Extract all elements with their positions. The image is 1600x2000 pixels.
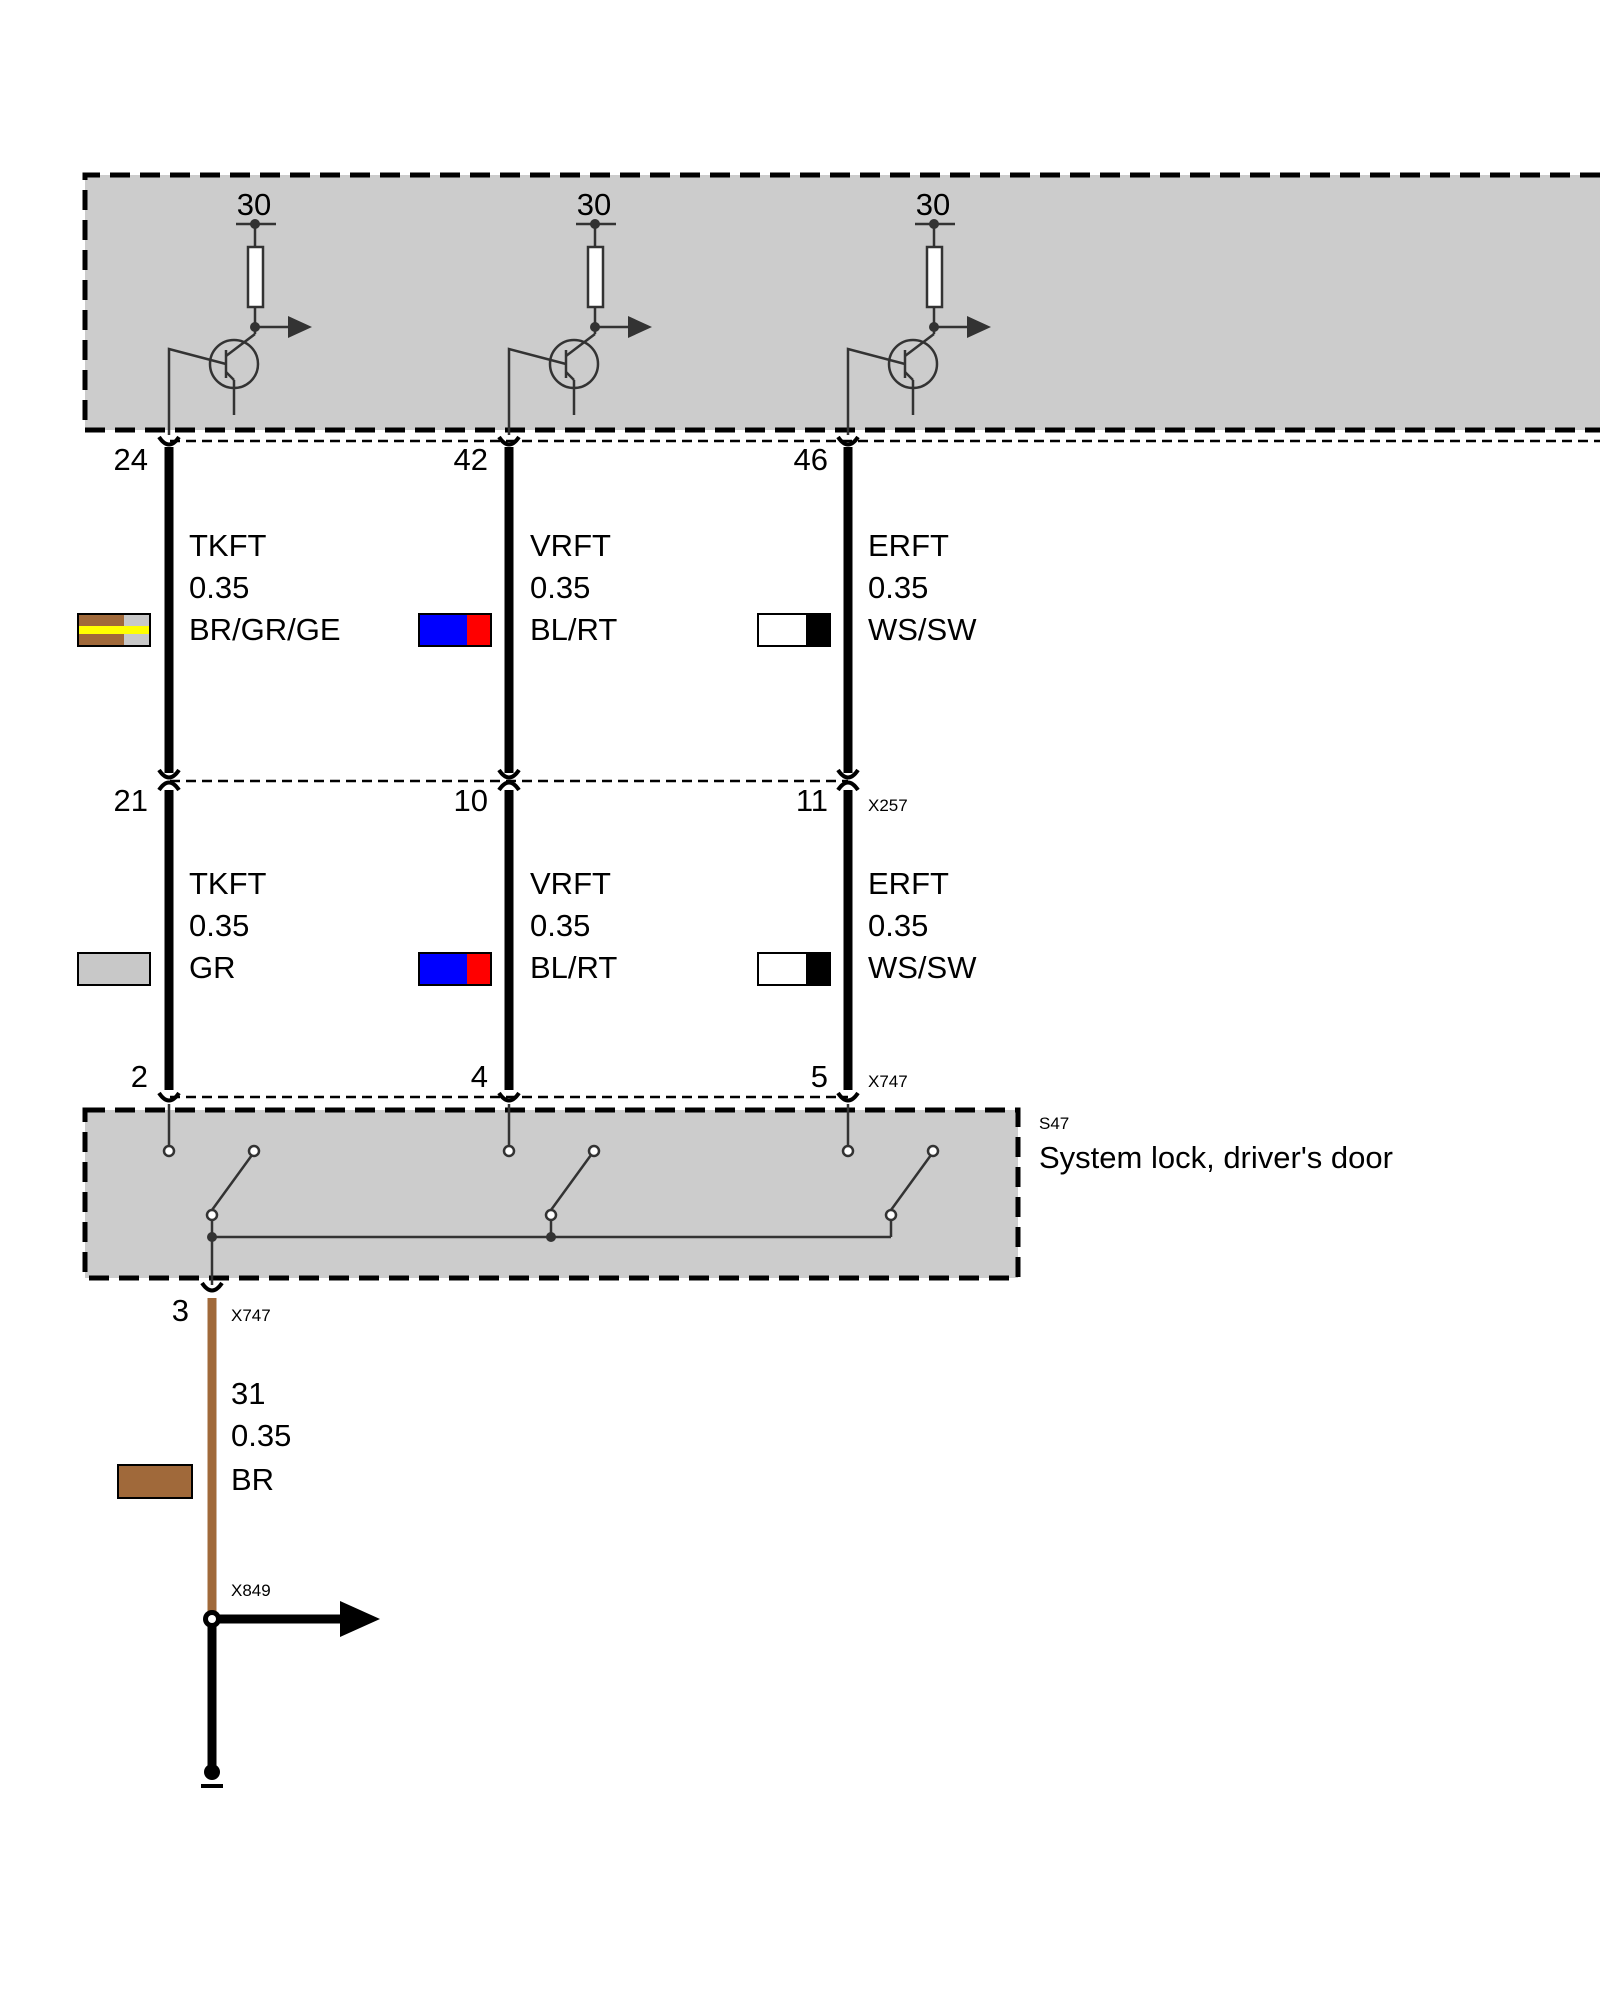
ground-symbol — [201, 1764, 223, 1788]
pin-number: 10 — [454, 783, 488, 818]
wire-color-code: WS/SW — [868, 950, 977, 985]
wire-label-vrft-lower: VRFT 0.35 BL/RT — [530, 866, 617, 985]
wire-label-tkft-lower: TKFT 0.35 GR — [189, 866, 267, 985]
pin-number: 21 — [114, 783, 148, 818]
component-name: System lock, driver's door — [1039, 1140, 1393, 1175]
control-module — [82, 172, 1600, 433]
driver-stage-2: 30 — [507, 187, 652, 435]
wire-signal: VRFT — [530, 528, 611, 563]
wire-color-code: BL/RT — [530, 612, 617, 647]
wire-label-erft: ERFT 0.35 WS/SW — [868, 528, 977, 647]
wire-color-code: GR — [189, 950, 236, 985]
wire-label-tkft: TKFT 0.35 BR/GR/GE — [189, 528, 341, 647]
wire-signal: ERFT — [868, 528, 949, 563]
color-swatch-ws-sw — [757, 952, 831, 986]
wire-label-ground: 31 0.35 BR — [231, 1376, 291, 1497]
wire-size: 0.35 — [231, 1418, 291, 1453]
pin-number: 24 — [114, 442, 148, 477]
color-swatch-gr — [77, 952, 151, 986]
driver-stage-1: 30 — [167, 187, 312, 435]
component-s47 — [82, 1104, 1021, 1285]
pin-number: 11 — [796, 783, 828, 818]
wire-label-vrft: VRFT 0.35 BL/RT — [530, 528, 617, 647]
connector-x257: 21 10 11 X257 — [114, 768, 908, 818]
wire-color-code: BR/GR/GE — [189, 612, 341, 647]
supply-label-30: 30 — [237, 187, 271, 222]
wire-signal: TKFT — [189, 528, 267, 563]
wire-size: 0.35 — [189, 908, 249, 943]
wire-size: 0.35 — [530, 908, 590, 943]
color-swatch-br-gr-ge — [77, 613, 151, 647]
pin-number: 2 — [131, 1059, 148, 1094]
connector-ground: 3 X747 — [172, 1281, 271, 1328]
color-swatch-bl-rt — [418, 952, 492, 986]
wire-signal: VRFT — [530, 866, 611, 901]
wire-signal: ERFT — [868, 866, 949, 901]
driver-stage-3: 30 — [846, 187, 991, 435]
splice-x849 — [203, 1601, 380, 1772]
wire-color-code: WS/SW — [868, 612, 977, 647]
wire-color-code: BR — [231, 1462, 274, 1497]
wire-signal: TKFT — [189, 866, 267, 901]
wire-label-erft-lower: ERFT 0.35 WS/SW — [868, 866, 977, 985]
wire-size: 0.35 — [868, 570, 928, 605]
wire-size: 0.35 — [189, 570, 249, 605]
pin-number: 3 — [172, 1293, 189, 1328]
pin-number: 46 — [794, 442, 828, 477]
splice-name: X849 — [231, 1581, 271, 1600]
connector-name: X747 — [868, 1072, 908, 1091]
supply-label-30: 30 — [577, 187, 611, 222]
color-swatch-br — [117, 1464, 193, 1499]
wire-color-code: BL/RT — [530, 950, 617, 985]
connector-name: X747 — [231, 1306, 271, 1325]
color-swatch-ws-sw — [757, 613, 831, 647]
pin-number: 42 — [454, 442, 488, 477]
wire-size: 0.35 — [530, 570, 590, 605]
supply-label-30: 30 — [916, 187, 950, 222]
wire-signal: 31 — [231, 1376, 265, 1411]
component-id: S47 — [1039, 1114, 1069, 1133]
pin-number: 4 — [471, 1059, 488, 1094]
color-swatch-bl-rt — [418, 613, 492, 647]
module-connector: 24 42 46 — [114, 435, 1600, 477]
wire-size: 0.35 — [868, 908, 928, 943]
connector-name: X257 — [868, 796, 908, 815]
connector-x747: 2 4 5 X747 — [131, 1059, 908, 1103]
pin-number: 5 — [811, 1059, 828, 1094]
